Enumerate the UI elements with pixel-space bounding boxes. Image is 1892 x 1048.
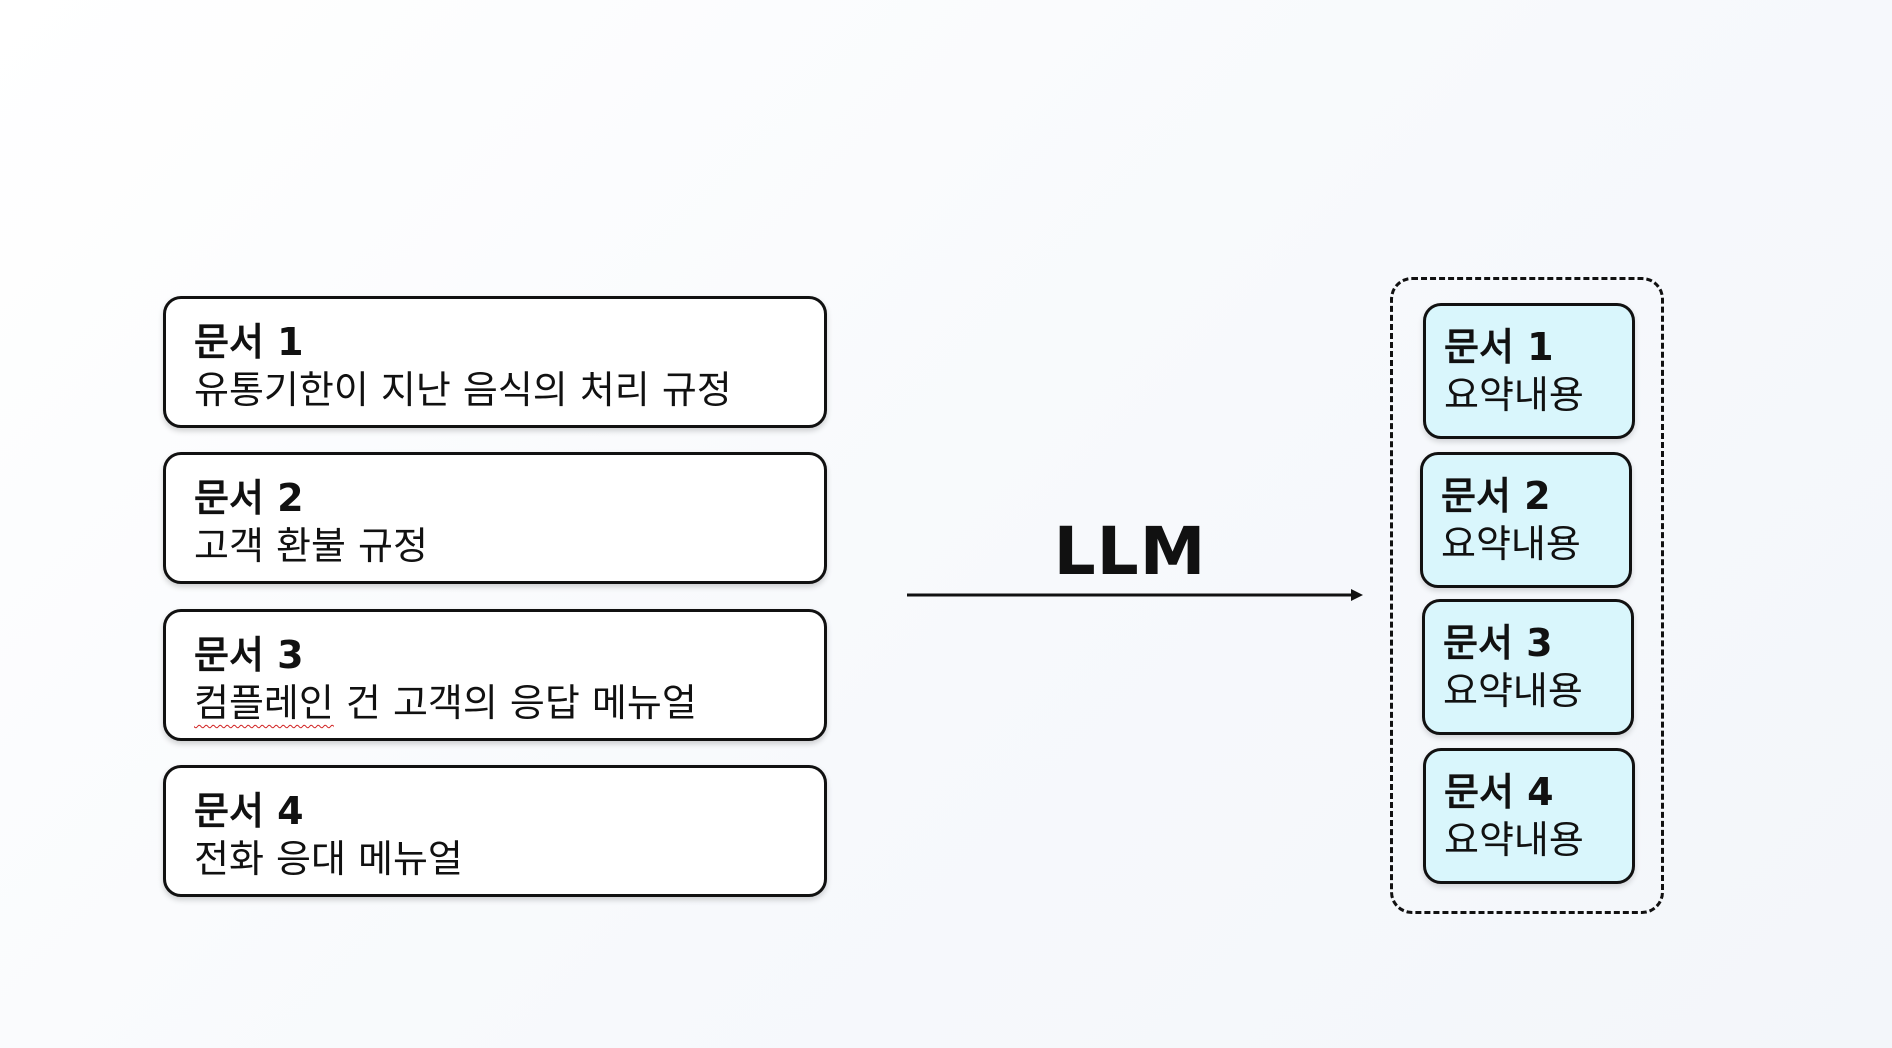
document-description: 전화 응대 메뉴얼 [194, 837, 463, 881]
summary-box-3: 문서 3 요약내용 [1422, 599, 1634, 735]
summary-group-frame [1390, 277, 1664, 914]
flow-arrow [907, 589, 1363, 601]
process-label: LLM [1053, 513, 1207, 590]
arrow-head [1351, 589, 1363, 601]
document-title: 문서 2 [194, 476, 304, 520]
summary-title: 문서 4 [1444, 770, 1554, 814]
summary-box-2: 문서 2 요약내용 [1420, 452, 1632, 588]
summary-title: 문서 3 [1443, 621, 1553, 665]
document-description-rest: 건 고객의 응답 메뉴얼 [333, 681, 697, 725]
document-title: 문서 1 [194, 320, 304, 364]
document-description: 고객 환불 규정 [194, 524, 428, 568]
summary-title: 문서 2 [1441, 474, 1551, 518]
document-box-1: 문서 1 유통기한이 지난 음식의 처리 규정 [163, 296, 827, 428]
summary-box-1: 문서 1 요약내용 [1423, 303, 1635, 439]
document-title: 문서 3 [194, 633, 304, 677]
summary-description: 요약내용 [1441, 522, 1581, 566]
document-description: 컴플레인 건 고객의 응답 메뉴얼 [194, 678, 796, 728]
document-box-4: 문서 4 전화 응대 메뉴얼 [163, 765, 827, 897]
document-box-3: 문서 3 컴플레인 건 고객의 응답 메뉴얼 [163, 609, 827, 741]
summary-description: 요약내용 [1444, 373, 1584, 417]
document-box-2: 문서 2 고객 환불 규정 [163, 452, 827, 584]
summary-title: 문서 1 [1444, 325, 1554, 369]
summary-description: 요약내용 [1444, 818, 1584, 862]
summary-description: 요약내용 [1443, 669, 1583, 713]
document-title: 문서 4 [194, 789, 304, 833]
document-description: 유통기한이 지난 음식의 처리 규정 [194, 368, 732, 412]
summary-box-4: 문서 4 요약내용 [1423, 748, 1635, 884]
spellcheck-marked-word: 컴플레인 [194, 681, 334, 725]
